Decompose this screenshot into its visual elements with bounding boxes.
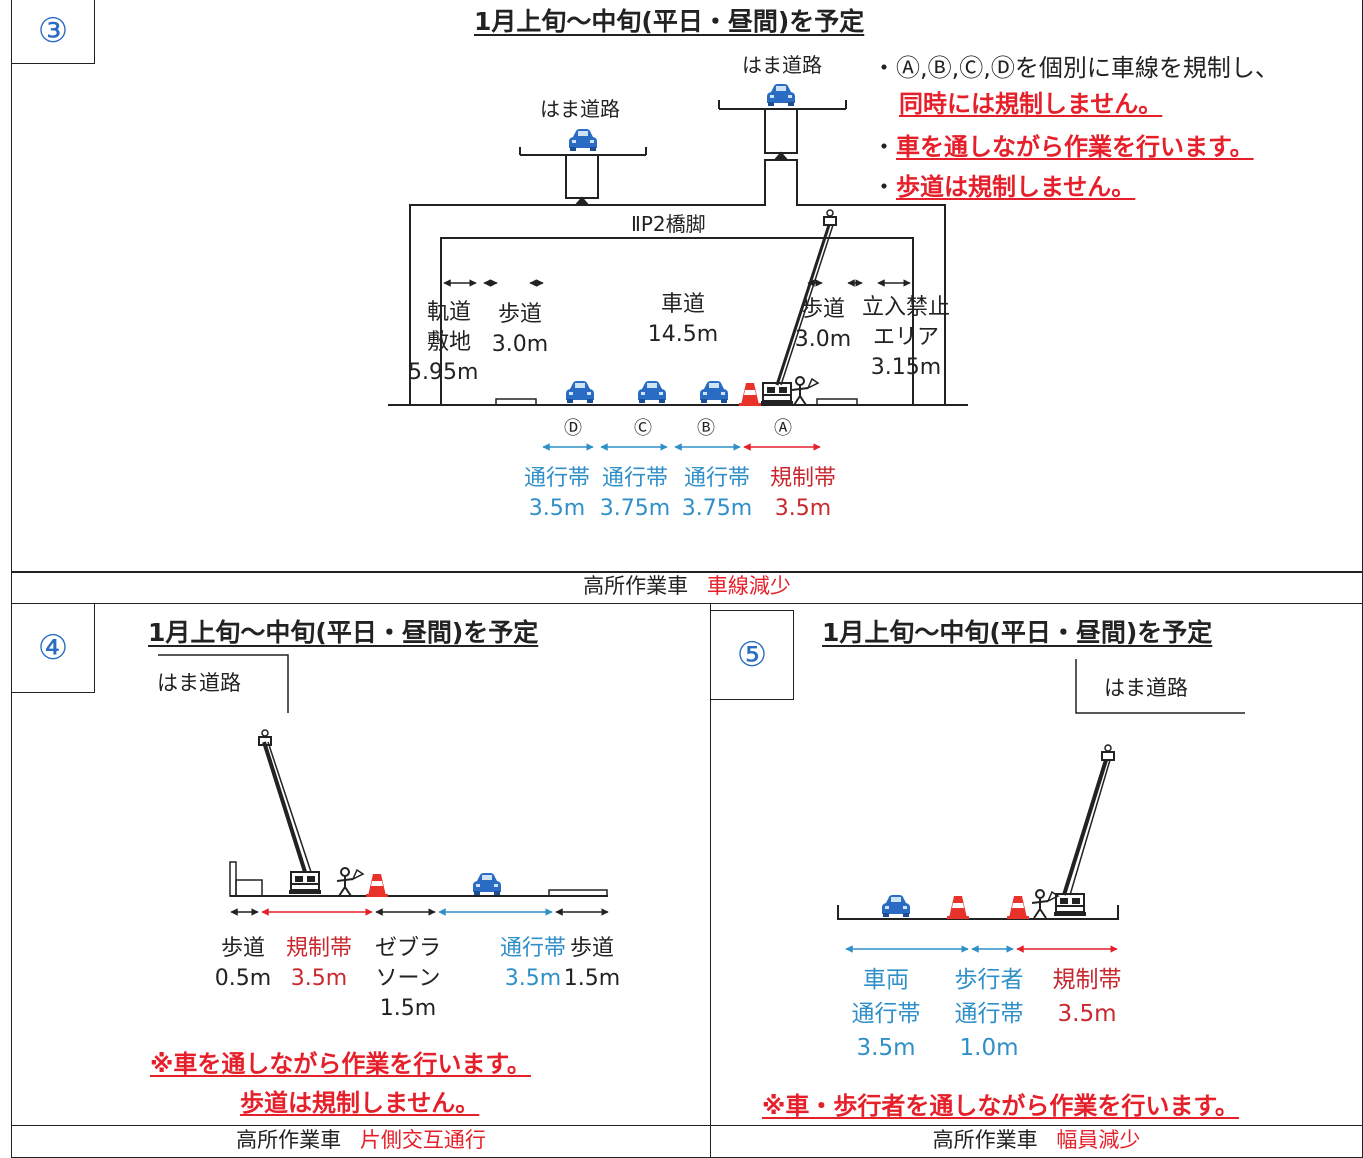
car-icon	[700, 381, 728, 403]
worker-icon	[336, 867, 364, 897]
cone-icon	[1007, 896, 1029, 919]
pier-label: ⅡP2橋脚	[631, 212, 706, 236]
worker-icon	[791, 376, 819, 406]
cone-icon	[739, 383, 761, 406]
panel-4-note-2: 歩道は規制しません。	[240, 1089, 480, 1117]
car-icon	[767, 84, 795, 106]
lane-b-label: 通行帯 3.75m	[681, 466, 753, 521]
lane-letter-d: Ⓓ	[564, 418, 582, 439]
car-icon	[473, 873, 501, 895]
hama-bridge-left	[519, 147, 647, 206]
panel-4-title: 1月上旬～中旬(平日・昼間)を予定	[148, 618, 539, 647]
panel-4-number-badge: ④	[11, 603, 95, 693]
aerial-truck-icon	[760, 382, 794, 406]
hama-road-label-right: はま道路	[742, 53, 822, 77]
lane-letter-c: Ⓒ	[634, 418, 652, 439]
zone-no-entry: 立入禁止 エリア 3.15m	[861, 295, 950, 380]
panel-3-note-4: ・歩道は規制しません。	[872, 173, 1136, 201]
panel-3-title: 1月上旬～中旬(平日・昼間)を予定	[474, 7, 865, 36]
segment-sidewalk-left: 歩道 0.5m	[214, 936, 272, 991]
zone-sidewalk-right: 歩道 3.0m	[794, 297, 852, 352]
panel-3-drawing	[388, 84, 968, 451]
bucket-icon	[823, 209, 837, 226]
panel-5-title: 1月上旬～中旬(平日・昼間)を予定	[822, 618, 1213, 647]
bucket-icon	[1101, 744, 1115, 761]
panel-5-note: ※車・歩行者を通しながら作業を行います。	[762, 1092, 1239, 1120]
boom-arm	[775, 224, 831, 386]
car-icon	[882, 895, 910, 917]
lane-a-label: 規制帯 3.5m	[769, 466, 836, 521]
aerial-truck-icon	[1053, 893, 1087, 917]
car-icon	[569, 129, 597, 151]
hama-deck-edge	[158, 654, 289, 713]
boom-arm	[262, 741, 307, 873]
cone-icon	[366, 874, 388, 897]
car-icon	[566, 381, 594, 403]
zone-sidewalk-left: 歩道 3.0m	[491, 302, 549, 357]
lane-letter-b: Ⓑ	[697, 418, 715, 439]
segment-zebra: ゼブラ ソーン 1.5m	[374, 936, 441, 1021]
segment-restricted: 規制帯 3.5m	[285, 936, 352, 991]
panel-4-drawing	[158, 654, 609, 916]
hama-road-label: はま道路	[157, 671, 241, 695]
panel-3-note-1: ・Ⓐ,Ⓑ,Ⓒ,Ⓓを個別に車線を規制し、	[872, 54, 1279, 82]
lane-d-label: 通行帯 3.5m	[523, 466, 590, 521]
lane-c-label: 通行帯 3.75m	[599, 466, 671, 521]
panel-3-note-3: ・車を通しながら作業を行います。	[872, 133, 1254, 161]
panel-3-number-badge: ③	[11, 0, 95, 64]
panel-5-drawing	[837, 659, 1245, 953]
panel-4-note-1: ※車を通しながら作業を行います。	[150, 1050, 531, 1078]
panel-3-note-2: 同時には規制しません。	[899, 90, 1163, 118]
boom-arm	[1062, 759, 1108, 896]
segment-pedestrian-lane: 歩行者 通行帯 1.0m	[954, 967, 1024, 1061]
cone-icon	[947, 896, 969, 919]
segment-vehicle-lane: 車両 通行帯 3.5m	[851, 967, 921, 1061]
segment-restricted: 規制帯 3.5m	[1052, 967, 1122, 1027]
hama-deck-edge	[1075, 659, 1245, 714]
hama-road-label-left: はま道路	[540, 97, 620, 121]
aerial-truck-icon	[288, 871, 322, 895]
panel-5-number-badge: ⑤	[710, 610, 794, 700]
panel-5-caption: 高所作業車 幅員減少	[710, 1125, 1363, 1158]
ground-line	[837, 905, 1119, 920]
hama-bridge-right	[718, 100, 847, 161]
segment-sidewalk-right: 歩道 1.5m	[563, 936, 621, 991]
zone-roadway: 車道 14.5m	[647, 292, 719, 347]
lane-letter-a: Ⓐ	[774, 418, 792, 439]
hama-road-label: はま道路	[1104, 676, 1188, 700]
zone-kido: 軌道 敷地 5.95m	[408, 300, 479, 385]
pier-frame	[409, 159, 946, 405]
segment-traffic-lane: 通行帯 3.5m	[499, 936, 566, 991]
car-icon	[638, 381, 666, 403]
